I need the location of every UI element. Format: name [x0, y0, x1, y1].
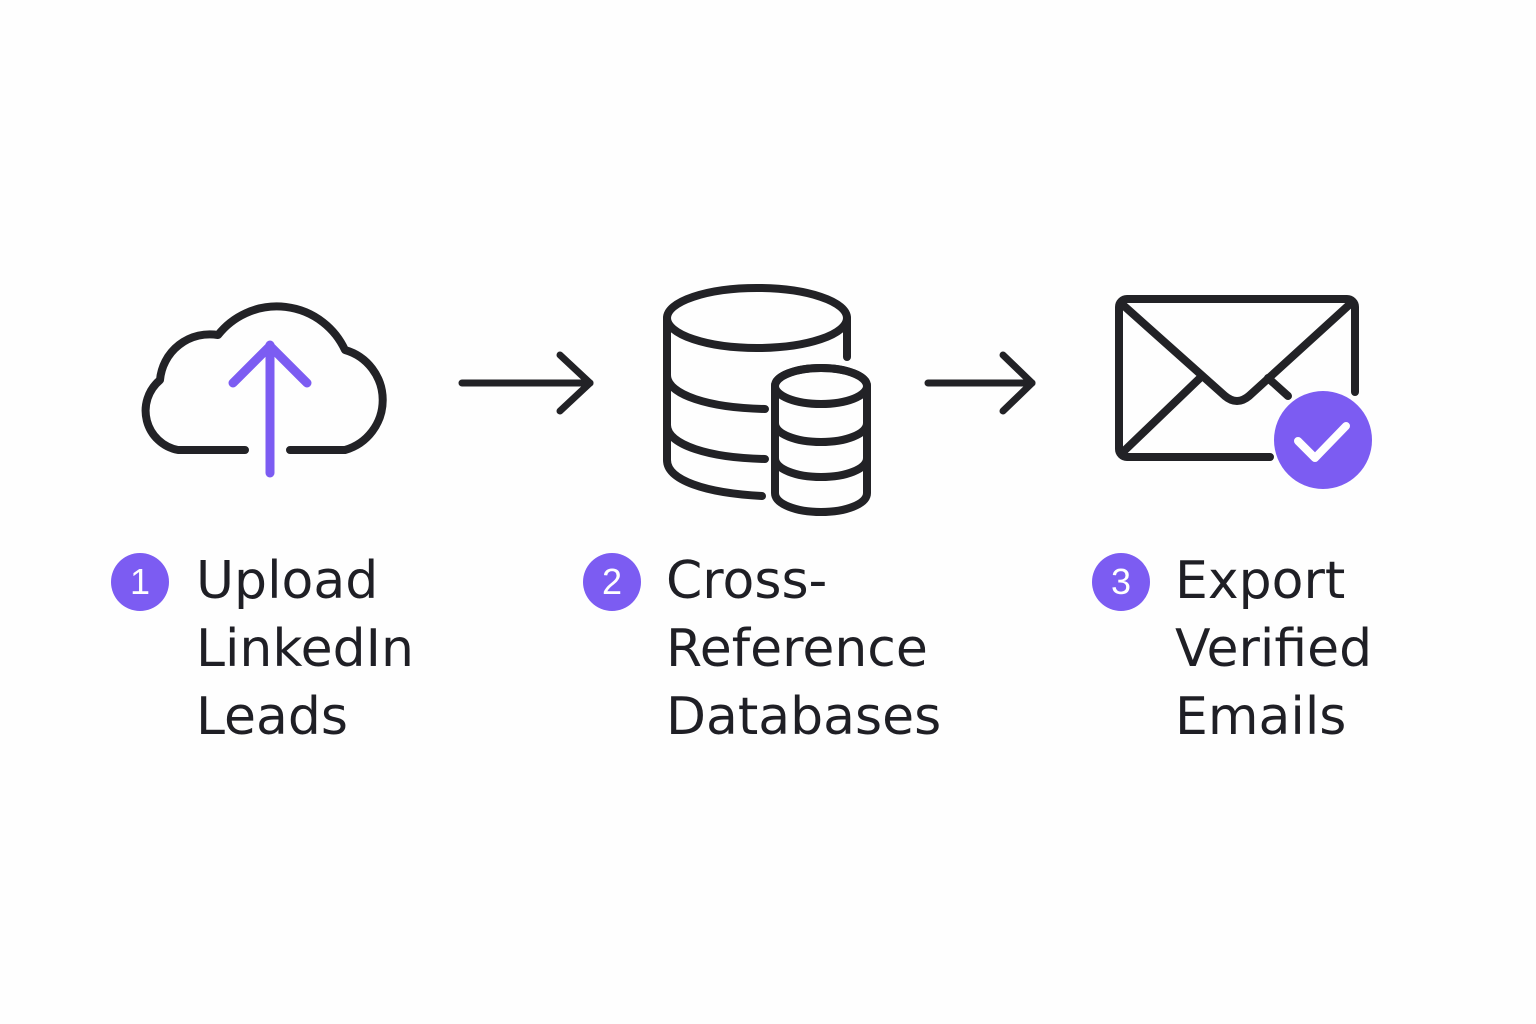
step-label-line: Upload — [196, 551, 379, 611]
step-label-line: Reference — [666, 619, 928, 679]
step-number-badge: 3 — [1092, 553, 1150, 611]
envelope-check-icon — [1115, 295, 1372, 489]
arrow-right-icon — [458, 351, 594, 415]
step-label-line: Export — [1175, 551, 1346, 611]
step-number-badge: 2 — [583, 553, 641, 611]
cloud-upload-icon — [141, 302, 387, 478]
step-number-badge: 1 — [111, 553, 169, 611]
database-icon — [663, 284, 871, 516]
step-label: Cross- Reference Databases — [666, 547, 941, 751]
step-label-line: Verified — [1175, 619, 1373, 679]
step-label: Export Verified Emails — [1175, 547, 1372, 751]
step-label-line: Databases — [666, 687, 942, 747]
step-label-line: Cross- — [666, 551, 828, 611]
step-label: Upload LinkedIn Leads — [196, 547, 414, 751]
arrow-right-icon — [924, 351, 1036, 415]
step-label-line: Emails — [1175, 687, 1347, 747]
step-label-line: LinkedIn — [196, 619, 414, 679]
step-label-line: Leads — [196, 687, 349, 747]
